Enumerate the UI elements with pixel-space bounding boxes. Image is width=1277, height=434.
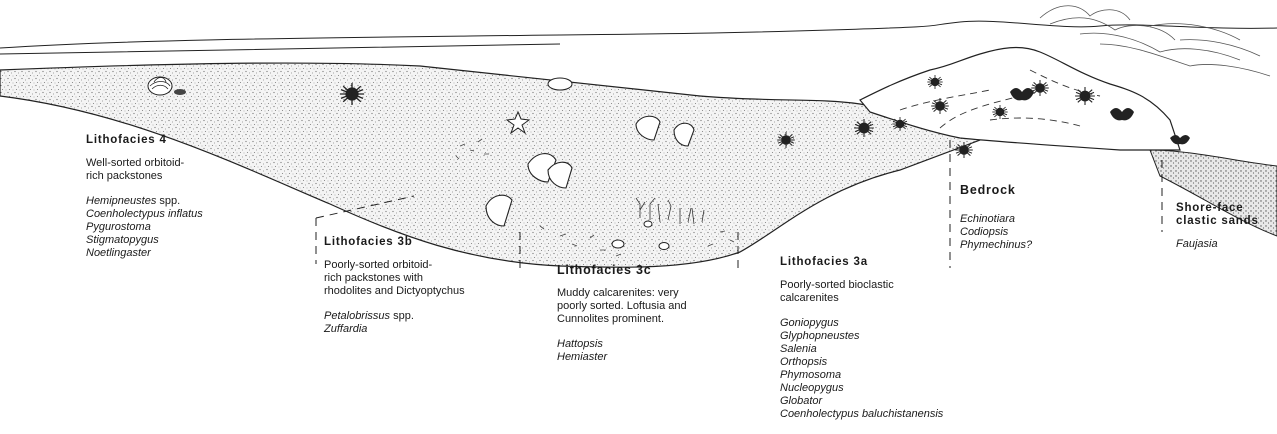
lithofacies-4-block: Lithofacies 4 Well-sorted orbitoid- rich…	[86, 134, 286, 260]
lithofacies-3a-desc: Poorly-sorted bioclastic calcarenites	[780, 279, 990, 305]
shoreface-taxa: Faujasia	[1176, 238, 1276, 251]
lithofacies-4-title: Lithofacies 4	[86, 134, 286, 147]
lithofacies-3c-title: Lithofacies 3c	[557, 264, 757, 277]
lithofacies-3a-block: Lithofacies 3a Poorly-sorted bioclastic …	[780, 256, 990, 421]
sea-surface	[0, 21, 1277, 54]
lithofacies-3b-desc: Poorly-sorted orbitoid- rich packstones …	[324, 259, 524, 298]
shoreline-wave-icon	[1040, 6, 1270, 76]
shoreface-title: Shore-face clastic sands	[1176, 202, 1276, 228]
bedrock-taxa: Echinotiara Codiopsis Phymechinus?	[960, 213, 1130, 252]
bedrock-title: Bedrock	[960, 184, 1130, 197]
lithofacies-3b-taxa: Petalobrissus spp. Zuffardia	[324, 310, 524, 336]
lithofacies-3c-block: Lithofacies 3c Muddy calcarenites: very …	[557, 264, 757, 364]
bedrock-block: Bedrock Echinotiara Codiopsis Phymechinu…	[960, 184, 1130, 252]
lithofacies-4-taxa: Hemipneustes spp. Coenholectypus inflatu…	[86, 195, 286, 260]
shoreface-block: Shore-face clastic sands Faujasia	[1176, 202, 1276, 251]
lithofacies-3c-taxa: Hattopsis Hemiaster	[557, 338, 757, 364]
lithofacies-3b-block: Lithofacies 3b Poorly-sorted orbitoid- r…	[324, 236, 524, 336]
lithofacies-4-desc: Well-sorted orbitoid- rich packstones	[86, 157, 286, 183]
lithofacies-3a-taxa: Goniopygus Glyphopneustes Salenia Orthop…	[780, 317, 990, 421]
lithofacies-3b-title: Lithofacies 3b	[324, 236, 524, 249]
lithofacies-3c-desc: Muddy calcarenites: very poorly sorted. …	[557, 287, 757, 326]
lithofacies-3a-title: Lithofacies 3a	[780, 256, 990, 269]
